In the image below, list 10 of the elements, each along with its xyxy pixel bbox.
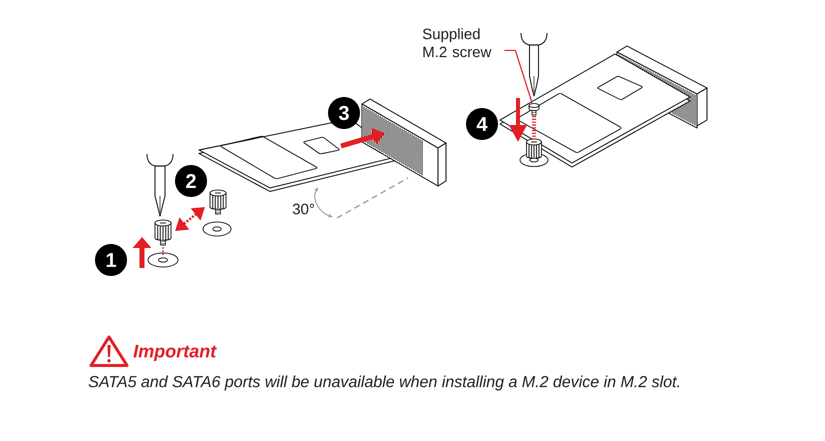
note-heading: Important (134, 344, 217, 362)
angle-label: 30° (292, 204, 314, 214)
callout-number: 4 (466, 108, 498, 140)
callout-text: Supplied M.2 screw (422, 28, 492, 58)
screw (528, 103, 540, 116)
note-text: SATA5 and SATA6 ports will be unavailable when installing a M.2 device in M.2 slot. (88, 376, 679, 390)
callout-number: 2 (175, 165, 207, 197)
callout-number: 3 (328, 97, 360, 129)
callout-number: 1 (95, 244, 127, 276)
leader-line (504, 50, 533, 103)
